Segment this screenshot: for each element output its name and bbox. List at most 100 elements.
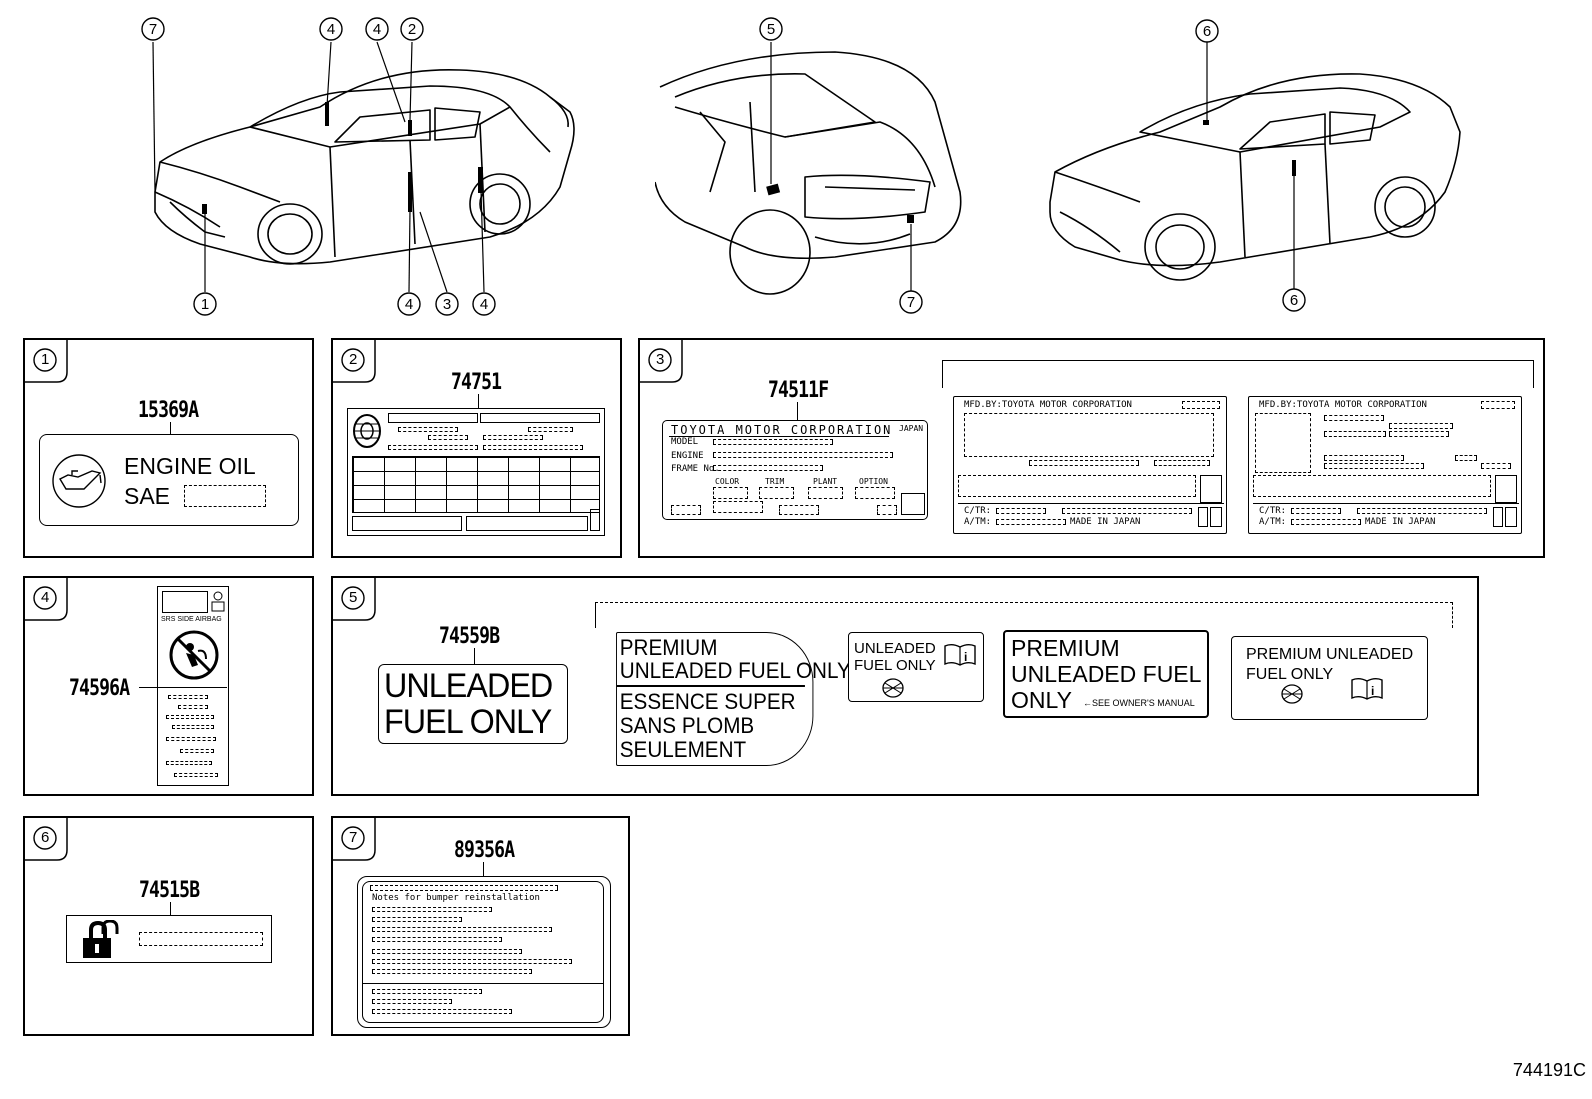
fuel-v1-line4: SANS PLOMB (619, 713, 755, 738)
callout-front-right-6b: 6 (1290, 292, 1298, 309)
unleaded-fuel-label: UNLEADED FUEL ONLY (378, 664, 568, 744)
vin-plate-variant-2: MFD.BY:TOYOTA MOTOR CORPORATION C/TR: A/… (1248, 396, 1522, 534)
vin-row-model: MODEL (671, 437, 699, 447)
fuel-v1-line3: ESSENCE SUPER (619, 689, 796, 714)
vin-field-plant: PLANT (813, 477, 838, 486)
unleaded-line1: UNLEADED (384, 667, 553, 705)
part-number-74751: 74751 (451, 370, 502, 395)
fuel-variant-3: PREMIUM UNLEADED FUEL ONLY ←SEE OWNER'S … (1003, 630, 1209, 718)
unleaded-line2: FUEL ONLY (384, 703, 552, 741)
child-lock-label (66, 915, 272, 963)
panel-tab-6: 6 (23, 816, 69, 862)
variant1-ct: C/TR: (964, 506, 992, 516)
svg-text:i: i (1371, 684, 1374, 698)
vin-plate-label: TOYOTA MOTOR CORPORATION JAPAN MODEL ENG… (662, 420, 928, 520)
fuel-variant-4: PREMIUM UNLEADED FUEL ONLY i (1231, 636, 1428, 720)
variant2-origin: MADE IN JAPAN (1365, 517, 1436, 527)
fuel-v3-line2: UNLEADED FUEL (1011, 661, 1202, 687)
panel-index-2: 2 (349, 351, 358, 368)
bumper-notes-heading: Notes for bumper reinstallation (372, 893, 540, 903)
fuel-v3-note: ←SEE OWNER'S MANUAL (1083, 698, 1195, 708)
car-view-front-right: 6 6 (1049, 19, 1461, 312)
car-view-front-left: 7 4 4 2 1 4 3 4 (141, 17, 575, 316)
vin-row-frame: FRAME No. (671, 464, 720, 474)
vin-field-option: OPTION (859, 477, 888, 486)
car-view-rear: 5 7 (655, 17, 962, 314)
tire-pressure-label (347, 408, 605, 536)
panel-tab-3: 3 (638, 338, 684, 384)
vin-plate-country: JAPAN (899, 424, 924, 433)
vin-field-color: COLOR (715, 477, 740, 486)
part-number-74559B: 74559B (439, 624, 500, 649)
part-number-74511F: 74511F (768, 378, 829, 403)
panel-tab-4: 4 (23, 576, 69, 622)
callout-front-left-3: 3 (443, 296, 451, 313)
panel-6: 6 74515B (23, 816, 314, 1036)
vin-row-engine: ENGINE (671, 451, 704, 461)
engine-oil-line2: SAE (124, 483, 171, 509)
panel-index-4: 4 (41, 589, 50, 606)
airbag-caption: SRS SIDE AIRBAG (161, 616, 222, 623)
panel-3: 3 74511F TOYOTA MOTOR CORPORATION JAPAN … (638, 338, 1545, 558)
callout-front-left-4b: 4 (373, 21, 381, 38)
variant1-header: MFD.BY:TOYOTA MOTOR CORPORATION (964, 400, 1132, 410)
part-number-15369A: 15369A (138, 398, 199, 423)
panel-tab-2: 2 (331, 338, 377, 384)
variant2-atm: A/TM: (1259, 517, 1287, 527)
panel-index-6: 6 (41, 829, 50, 846)
variant2-header: MFD.BY:TOYOTA MOTOR CORPORATION (1259, 400, 1427, 410)
callout-front-left-4a: 4 (327, 21, 335, 38)
panel-index-3: 3 (656, 351, 665, 368)
vin-field-trim: TRIM (765, 477, 785, 486)
variant1-origin: MADE IN JAPAN (1070, 517, 1141, 527)
diesel-stamp-icon (1281, 684, 1303, 704)
panel-2: 2 74751 (331, 338, 622, 558)
manual-book-icon: i (944, 644, 976, 666)
panel-index-1: 1 (41, 351, 50, 368)
callout-front-right-6a: 6 (1203, 23, 1211, 40)
callout-front-left-4c: 4 (405, 296, 413, 313)
fuel-v2-line1: UNLEADED (854, 640, 936, 657)
airbag-warning-label: SRS SIDE AIRBAG (157, 586, 229, 786)
panel-7: 7 89356A Notes for bumper reinstallation (331, 816, 630, 1036)
vin-plate-variant-1: MFD.BY:TOYOTA MOTOR CORPORATION C/TR: A/… (953, 396, 1227, 534)
tire-icon (353, 414, 381, 448)
panel-index-5: 5 (349, 589, 358, 606)
fuel-v4-line2: FUEL ONLY (1246, 666, 1334, 683)
bumper-notes-label: Notes for bumper reinstallation (357, 876, 611, 1028)
panel-tab-5: 5 (331, 576, 377, 622)
fuel-v4-line1: PREMIUM UNLEADED (1246, 646, 1414, 663)
part-number-74515B: 74515B (139, 878, 200, 903)
fuel-v1-line1: PREMIUM (619, 635, 718, 660)
panel-4: 4 74596A SRS SIDE AIRBAG (23, 576, 314, 796)
vin-plate-maker: TOYOTA MOTOR CORPORATION (671, 423, 893, 437)
engine-oil-line1: ENGINE OIL (124, 453, 256, 479)
fuel-variant-2: UNLEADED FUEL ONLY i (848, 632, 984, 702)
oil-can-icon (52, 454, 106, 508)
callout-front-left-7: 7 (149, 21, 157, 38)
panel-tab-7: 7 (331, 816, 377, 862)
manual-book-icon: i (1351, 678, 1383, 700)
diesel-stamp-icon (882, 678, 904, 698)
callout-front-left-1: 1 (201, 296, 209, 313)
panel-5: 5 74559B UNLEADED FUEL ONLY PREMIUM UNLE… (331, 576, 1479, 796)
callout-front-left-4d: 4 (480, 296, 488, 313)
airbag-warning-icon (169, 630, 219, 680)
padlock-icon (83, 920, 119, 958)
fuel-v3-line1: PREMIUM (1011, 635, 1120, 661)
fuel-v1-line2: UNLEADED FUEL ONLY (619, 658, 851, 683)
panel-tab-1: 1 (23, 338, 69, 384)
callout-rear-7: 7 (907, 294, 915, 311)
panel-index-7: 7 (349, 829, 358, 846)
fuel-v3-line3: ONLY (1011, 687, 1072, 713)
svg-text:i: i (964, 650, 967, 664)
variant1-atm: A/TM: (964, 517, 992, 527)
fuel-variant-1: PREMIUM UNLEADED FUEL ONLY ESSENCE SUPER… (616, 632, 851, 766)
panel-1: 1 15369A ENGINE OIL SAE (23, 338, 314, 558)
fuel-v2-line2: FUEL ONLY (854, 657, 936, 674)
engine-oil-label: ENGINE OIL SAE (39, 434, 299, 526)
diagram-id: 744191C (1512, 1060, 1586, 1080)
variant2-ct: C/TR: (1259, 506, 1287, 516)
part-number-89356A: 89356A (454, 838, 515, 863)
part-number-74596A: 74596A (69, 676, 130, 701)
